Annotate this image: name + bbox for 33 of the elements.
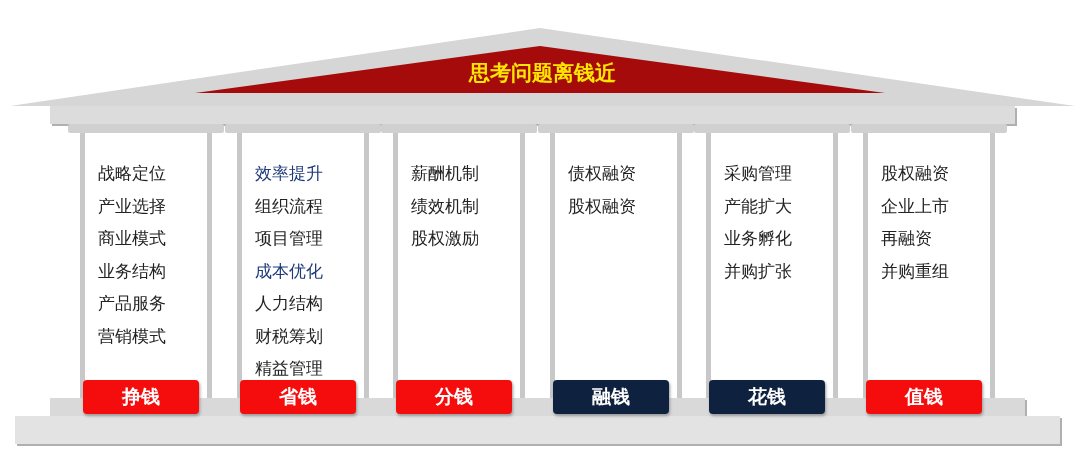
item-text: 组织流程 <box>254 194 323 217</box>
item-text: 业务结构 <box>98 259 166 282</box>
item-text: 营销模式 <box>98 324 166 347</box>
item-text: 战略定位 <box>98 162 166 184</box>
item-text: 绩效机制 <box>411 194 479 217</box>
item-text: 股权融资 <box>880 162 949 184</box>
category-tag: 融钱 <box>552 380 669 414</box>
item-text: 财税筹划 <box>254 324 323 347</box>
item-text: 再融资 <box>880 227 932 249</box>
item-text: 债权融资 <box>567 162 636 184</box>
category-tag: 值钱 <box>865 380 982 414</box>
category-tag: 分钱 <box>396 380 512 414</box>
item-text: 业务孵化 <box>724 227 792 249</box>
item-text: 并购扩张 <box>724 259 792 282</box>
item-text: 精益管理 <box>254 357 323 379</box>
item-text: 产能扩大 <box>724 194 792 217</box>
item-text: 企业上市 <box>880 194 949 217</box>
item-heading: 成本优化 <box>254 259 323 282</box>
item-text: 股权融资 <box>567 194 636 217</box>
item-text: 股权激励 <box>411 227 479 249</box>
item-text: 采购管理 <box>724 162 792 184</box>
item-text: 产品服务 <box>98 292 166 314</box>
item-text: 产业选择 <box>98 194 166 217</box>
item-text: 项目管理 <box>254 227 323 249</box>
category-tag: 省钱 <box>239 380 356 414</box>
item-text: 薪酬机制 <box>411 162 479 184</box>
item-text: 人力结构 <box>254 292 323 314</box>
item-text: 商业模式 <box>98 227 166 249</box>
roof-title: 思考问题离钱近 <box>467 60 617 87</box>
category-tag: 挣钱 <box>83 380 199 414</box>
item-heading: 效率提升 <box>254 162 323 184</box>
item-text: 并购重组 <box>880 259 949 282</box>
category-tag: 花钱 <box>709 380 825 414</box>
